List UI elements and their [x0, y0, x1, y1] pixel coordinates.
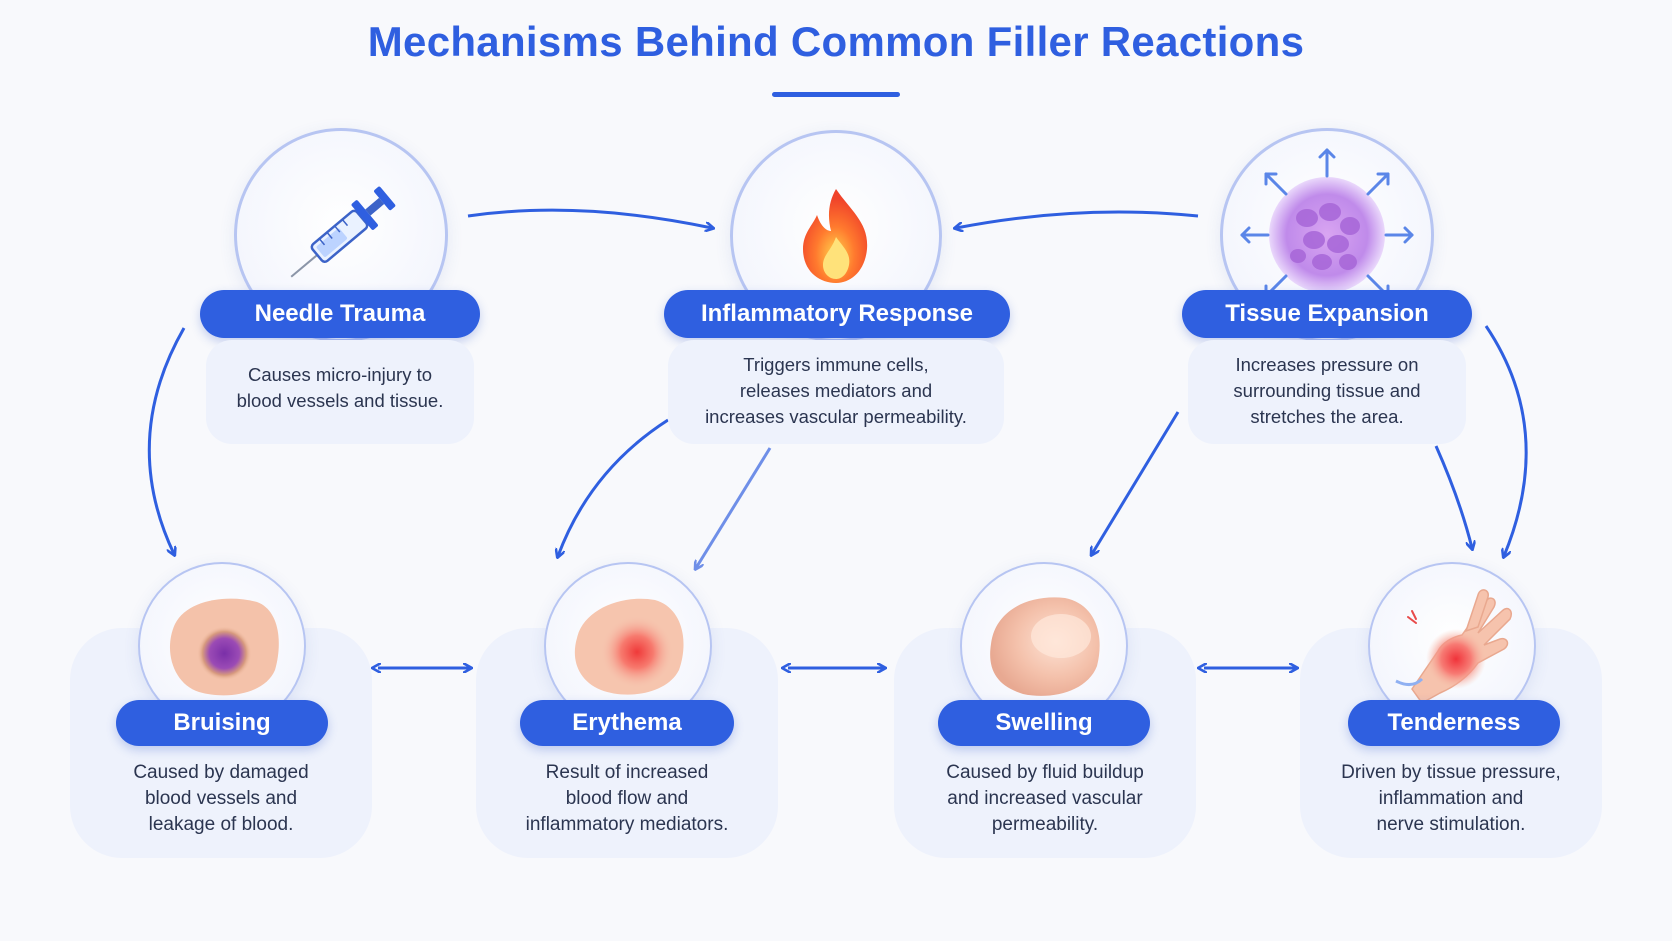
swollen-skin-icon	[990, 597, 1100, 696]
arrow-expansion-to-swelling	[1092, 411, 1180, 554]
cause-expansion-desc-line-3: stretches the area.	[1250, 406, 1404, 427]
reaction-erythema-desc-line-3: inflammatory mediators.	[525, 814, 729, 835]
reaction-bruising-desc-line-1: Caused by damaged	[133, 762, 309, 783]
reaction-tenderness-label: Tenderness	[1348, 700, 1560, 746]
arrow-needle-to-inflammation	[467, 208, 712, 228]
cause-inflammation-label: Inflammatory Response	[664, 290, 1010, 338]
cause-inflammation-desc-line-3: increases vascular permeability.	[705, 406, 967, 427]
reaction-swelling-desc-line-2: and increased vascular	[947, 788, 1143, 809]
reaction-tenderness-desc: Driven by tissue pressure, inflammation …	[1310, 760, 1592, 838]
arrow-expansion-to-tenderness-a	[1434, 445, 1472, 548]
reaction-erythema-desc-line-2: blood flow and	[565, 788, 689, 809]
reaction-erythema-desc-line-1: Result of increased	[545, 762, 709, 783]
cause-inflammation-desc-line-1: Triggers immune cells,	[743, 354, 929, 375]
cause-inflammation-card: Triggers immune cells, releases mediator…	[668, 340, 1004, 444]
reaction-swelling-desc: Caused by fluid buildup and increased va…	[904, 760, 1186, 838]
cause-needle-card: Causes micro-injury to blood vessels and…	[206, 340, 474, 444]
flame-icon	[803, 189, 868, 283]
cause-expansion-label: Tissue Expansion	[1182, 290, 1472, 338]
cause-needle-desc-line-2: blood vessels and tissue.	[236, 390, 444, 411]
painful-hand-icon	[1395, 589, 1513, 704]
cause-expansion-desc-line-2: surrounding tissue and	[1233, 380, 1421, 401]
cause-expansion-desc-line-1: Increases pressure on	[1235, 354, 1419, 375]
cause-needle-label: Needle Trauma	[200, 290, 480, 338]
cause-expansion-card: Increases pressure on surrounding tissue…	[1188, 340, 1466, 444]
arrow-expansion-to-inflammation	[956, 210, 1199, 228]
reaction-swelling-desc-line-3: permeability.	[991, 814, 1099, 835]
red-skin-icon	[574, 598, 684, 695]
reaction-bruising-desc: Caused by damaged blood vessels and leak…	[80, 760, 362, 838]
reaction-erythema-label: Erythema	[520, 700, 734, 746]
cause-inflammation-desc-line-2: releases mediators and	[739, 380, 933, 401]
reaction-bruising-label: Bruising	[116, 700, 328, 746]
arrow-inflammation-to-erythema-b	[696, 447, 772, 568]
reaction-tenderness-desc-line-2: inflammation and	[1378, 788, 1524, 809]
reaction-erythema-desc: Result of increased blood flow and infla…	[486, 760, 768, 838]
reaction-swelling-label: Swelling	[938, 700, 1150, 746]
title-underline	[772, 92, 900, 97]
reaction-tenderness-desc-line-3: nerve stimulation.	[1376, 814, 1526, 835]
reaction-bruising-desc-line-3: leakage of blood.	[148, 814, 294, 835]
reaction-swelling-desc-line-1: Caused by fluid buildup	[946, 762, 1144, 783]
expanding-tissue-icon	[1240, 148, 1414, 322]
bruised-skin-icon	[169, 598, 279, 696]
reaction-tenderness-desc-line-1: Driven by tissue pressure,	[1341, 762, 1561, 783]
cause-needle-desc-line-1: Causes micro-injury to	[247, 364, 433, 385]
reaction-bruising-desc-line-2: blood vessels and	[144, 788, 298, 809]
syringe-icon	[290, 186, 396, 278]
arrow-needle-to-bruising	[147, 327, 186, 554]
page-title: Mechanisms Behind Common Filler Reaction…	[367, 18, 1305, 65]
arrow-inflammation-to-erythema-a	[558, 418, 669, 556]
arrow-expansion-to-tenderness-b	[1484, 325, 1528, 556]
